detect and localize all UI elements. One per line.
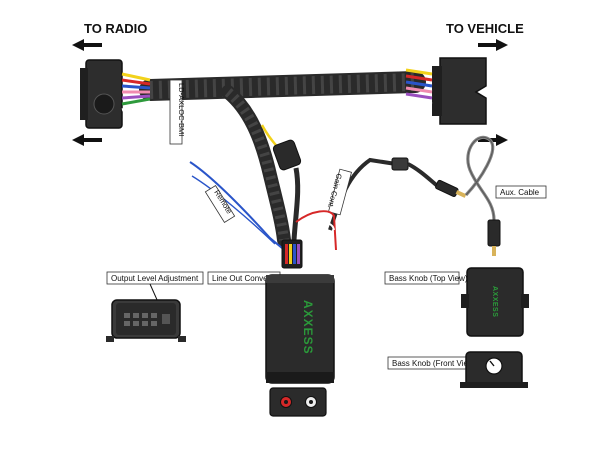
bass-top-label: Bass Knob (Top View) [389, 274, 468, 283]
bass-knob-front-view: Bass Knob (Front View) [387, 351, 528, 388]
vehicle-connector [405, 57, 487, 125]
remote-wire: Remote [189, 161, 283, 249]
output-level-label: Output Level Adjustment [111, 274, 199, 283]
aux-cable: Aux. Cable [464, 135, 547, 256]
bass-brand-text: AXXESS [491, 286, 498, 317]
to-radio-label: TO RADIO [84, 21, 147, 36]
harness-part-tag: LD-AXLOC-BMI [169, 79, 186, 145]
main-harness [139, 71, 426, 247]
bass-knob-top-view: Bass Knob (Top View) AXXESS [384, 267, 529, 337]
fuse-holder [260, 124, 302, 241]
bass-front-label: Bass Knob (Front View) [392, 359, 477, 368]
arrow-right-icon [478, 39, 508, 51]
harness-part-label: LD-AXLOC-BMI [177, 83, 186, 136]
line-out-convertor: Line Out Convertor AXXESS [207, 271, 335, 417]
output-level-adjustment: Output Level Adjustment [106, 271, 204, 342]
signal-wires [295, 210, 337, 251]
arrow-right-icon [478, 134, 508, 146]
aux-cable-label: Aux. Cable [500, 188, 540, 197]
arrow-left-icon [72, 39, 102, 51]
radio-connector [80, 59, 151, 129]
gain-cont-wire: Gain Cont. [326, 157, 467, 231]
to-vehicle-label: TO VEHICLE [446, 21, 524, 36]
brand-text: AXXESS [301, 300, 315, 355]
arrow-left-icon [72, 134, 102, 146]
line-out-plug [281, 239, 303, 269]
line-out-label: Line Out Convertor [212, 274, 280, 283]
